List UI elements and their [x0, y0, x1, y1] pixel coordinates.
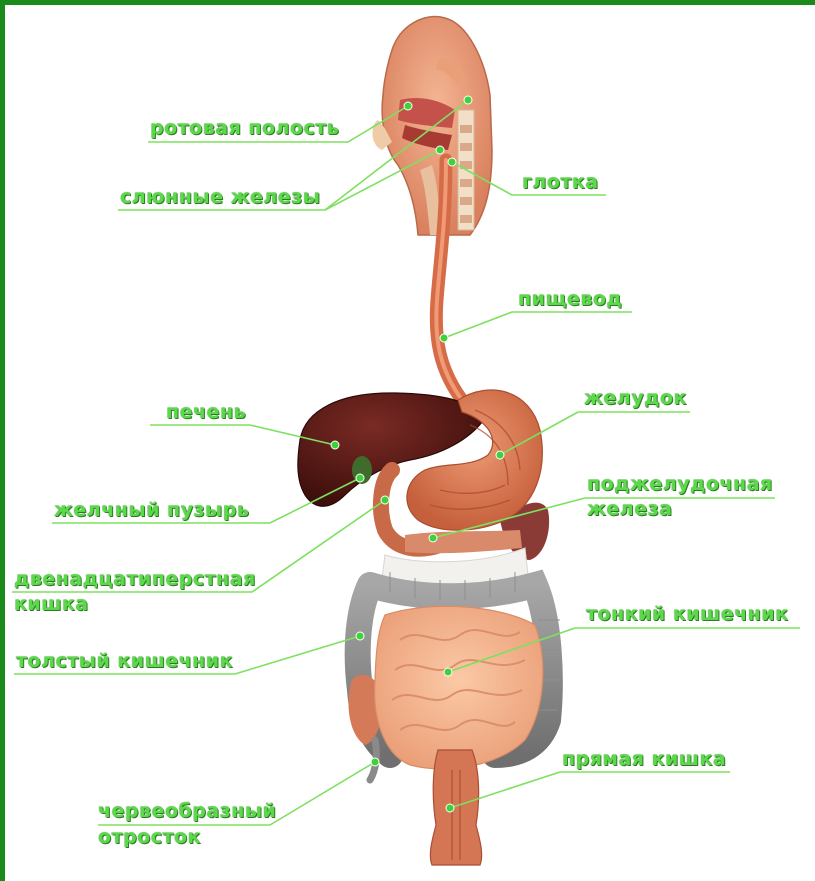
- label-duodenum-line2: кишка: [14, 593, 89, 615]
- label-liver: печень: [166, 401, 246, 423]
- label-small-intestine: тонкий кишечник: [586, 603, 788, 625]
- label-stomach: желудок: [584, 387, 687, 409]
- label-esophagus: пищевод: [518, 288, 622, 310]
- label-appendix-line2: отросток: [98, 826, 201, 848]
- pancreas-shape: [405, 530, 522, 553]
- label-pharynx: глотка: [522, 171, 599, 193]
- label-pancreas-line2: железа: [587, 498, 672, 520]
- label-mouth: ротовая полость: [150, 117, 339, 139]
- label-large-intestine: толстый кишечник: [16, 650, 233, 672]
- label-rectum: прямая кишка: [562, 748, 726, 770]
- label-appendix-line1: червеобразный: [98, 800, 276, 822]
- label-pancreas-line1: поджелудочная: [587, 473, 773, 495]
- head-section: [372, 17, 492, 235]
- label-salivary-glands: слюнные железы: [120, 186, 320, 208]
- rectum-shape: [430, 750, 481, 865]
- label-duodenum-line1: двенадцатиперстная: [14, 568, 256, 590]
- small-intestine-shape: [375, 606, 543, 769]
- label-gallbladder: желчный пузырь: [54, 499, 249, 521]
